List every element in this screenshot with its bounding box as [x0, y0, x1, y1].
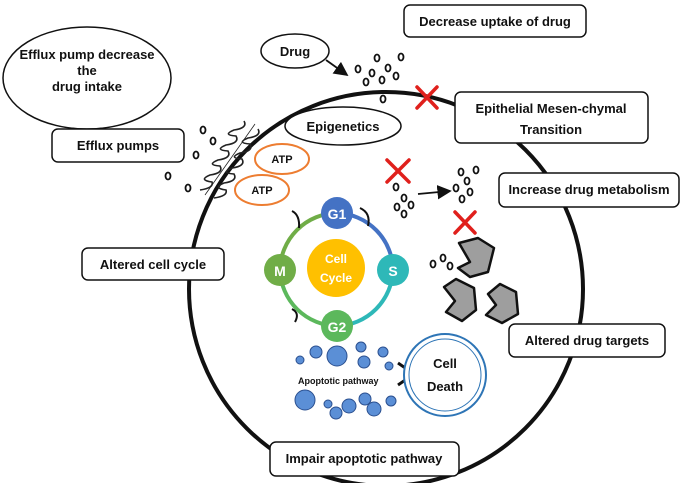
phase-g1	[321, 197, 353, 229]
efflux-decrease-line3: drug intake	[52, 79, 122, 94]
altered-cycle-box: Altered cell cycle	[81, 247, 225, 281]
atp-bubble-2: ATP	[234, 174, 290, 206]
efflux-pumps-label: Efflux pumps	[77, 138, 159, 153]
atp-label-2: ATP	[251, 185, 272, 197]
cross-icon	[453, 210, 477, 235]
metabolism-arrow	[417, 185, 452, 200]
drug-arrow	[325, 59, 349, 77]
cell-membrane	[187, 90, 585, 483]
emt-line1: Epithelial Mesen-chymal	[476, 101, 627, 116]
drug-target-shape	[442, 236, 520, 325]
efflux-decrease-bubble: Efflux pump decrease the drug intake	[2, 26, 172, 130]
efflux-decrease-line2: the	[77, 63, 97, 78]
drug-molecules	[164, 52, 480, 271]
altered-targets-box: Altered drug targets	[508, 323, 666, 358]
phase-g2-label: G2	[328, 319, 347, 335]
cell-death-circle: Cell Death	[403, 333, 487, 417]
drug-label: Drug	[280, 44, 310, 59]
cross-icon	[415, 85, 439, 110]
increase-metabolism-box: Increase drug metabolism	[498, 172, 680, 208]
phase-s-label: S	[388, 263, 397, 279]
altered-cycle-label: Altered cell cycle	[100, 257, 206, 272]
efflux-pumps-box: Efflux pumps	[51, 128, 185, 163]
efflux-decrease-line1: Efflux pump decrease	[19, 47, 154, 62]
epigenetics-label: Epigenetics	[307, 119, 380, 134]
atp-label-1: ATP	[271, 154, 292, 166]
apoptotic-vesicles	[294, 341, 397, 420]
cell-cycle-center-line2: Cycle	[320, 271, 352, 285]
emt-box: Epithelial Mesen-chymal Transition	[454, 91, 649, 144]
altered-targets-label: Altered drug targets	[525, 333, 649, 348]
decrease-uptake-box: Decrease uptake of drug	[403, 4, 587, 38]
cell-death-line1: Cell	[433, 356, 457, 371]
cell-death-line2: Death	[427, 379, 463, 394]
impair-apoptotic-box: Impair apoptotic pathway	[269, 441, 460, 477]
phase-g1-label: G1	[328, 206, 347, 222]
phase-m	[264, 254, 296, 286]
cell-cycle: Cell Cycle G1 S G2 M	[264, 197, 409, 342]
drug-bubble: Drug	[260, 33, 330, 69]
decrease-uptake-label: Decrease uptake of drug	[419, 14, 571, 29]
emt-line2: Transition	[520, 122, 582, 137]
cross-icon	[385, 158, 411, 184]
phase-m-label: M	[274, 263, 286, 279]
cell-cycle-center-line1: Cell	[325, 252, 347, 266]
atp-bubble-1: ATP	[254, 143, 310, 175]
phase-s	[377, 254, 409, 286]
efflux-pump-protein	[199, 120, 260, 199]
phase-g2	[321, 310, 353, 342]
cell-cycle-center	[307, 239, 365, 297]
apoptotic-pathway-label: Apoptotic pathway	[298, 376, 379, 386]
epigenetics-bubble: Epigenetics	[284, 106, 402, 146]
impair-apoptotic-label: Impair apoptotic pathway	[286, 451, 444, 466]
increase-metabolism-label: Increase drug metabolism	[508, 182, 669, 197]
